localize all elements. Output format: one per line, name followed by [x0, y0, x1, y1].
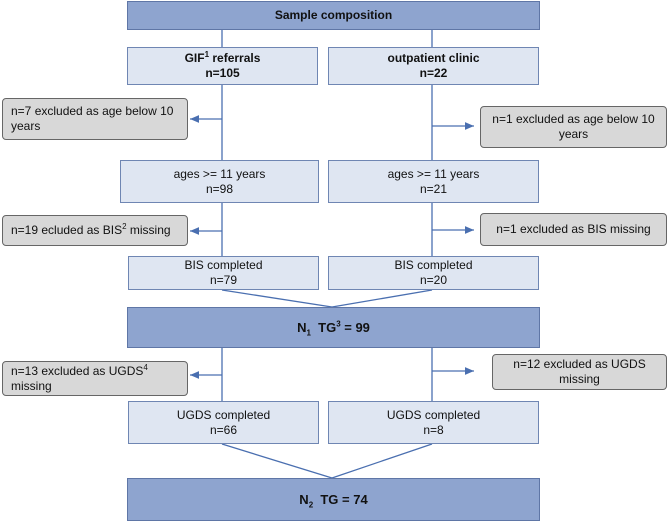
right-ages-label: ages >= 11 years	[387, 166, 480, 181]
left-ugds-exclusion-box: n=13 excluded as UGDS4 missing	[2, 361, 188, 396]
right-ugds-completed-count: n=8	[423, 422, 444, 437]
right-bis-exclusion-text: n=1 excluded as BIS missing	[496, 222, 651, 236]
right-bis-completed-box: BIS completed n=20	[328, 256, 539, 290]
left-bis-exclusion-text: n=19 ecluded as BIS2 missing	[11, 223, 179, 238]
left-ages-count: n=98	[205, 181, 234, 196]
n1-subscript: 1	[306, 328, 311, 338]
n2-total-label: N2 TG = 74	[299, 492, 368, 510]
left-ages-box: ages >= 11 years n=98	[120, 160, 319, 203]
left-age-exclusion-line2: years	[11, 119, 41, 133]
outpatient-clinic-label: outpatient clinic	[387, 51, 480, 65]
n1-total-box: N1 TG3 = 99	[127, 307, 540, 348]
left-bis-exclusion-post: missing	[126, 223, 171, 237]
tg-footnote: 3	[336, 319, 341, 329]
left-ugds-exclusion-line1: n=13 excluded as UGDS4	[11, 362, 179, 379]
right-ugds-exclusion-line2: missing	[559, 372, 600, 386]
gif-referrals-count: n=105	[205, 66, 240, 80]
outpatient-clinic-count: n=22	[419, 66, 448, 80]
n1-value: = 99	[340, 320, 370, 335]
n2-tg: TG = 74	[313, 492, 368, 507]
right-age-exclusion-line2: years	[558, 127, 589, 141]
left-age-exclusion-line1: n=7 excluded as age below 10	[11, 104, 174, 118]
sample-composition-title: Sample composition	[274, 8, 393, 22]
left-ugds-exclusion-line2: missing	[11, 378, 52, 393]
right-bis-exclusion-box: n=1 excluded as BIS missing	[480, 213, 667, 246]
referrals-label: referrals	[209, 51, 261, 65]
left-bis-completed-label: BIS completed	[184, 258, 263, 272]
right-age-exclusion-line1: n=1 excluded as age below 10	[492, 112, 655, 126]
right-bis-completed-count: n=20	[419, 273, 448, 287]
gif-label: GIF	[184, 51, 205, 65]
left-bis-completed-count: n=79	[209, 273, 238, 287]
left-bis-completed-box: BIS completed n=79	[128, 256, 319, 290]
n1-n: N	[297, 320, 307, 335]
right-age-exclusion-box: n=1 excluded as age below 10 years	[480, 106, 667, 148]
right-ugds-completed-box: UGDS completed n=8	[328, 401, 539, 444]
right-ages-count: n=21	[419, 181, 448, 196]
n1-total-label: N1 TG3 = 99	[297, 319, 370, 338]
gif-footnote: 1	[204, 50, 210, 59]
sample-composition-box: Sample composition	[127, 1, 540, 30]
n2-subscript: 2	[308, 500, 314, 510]
left-ugds-completed-label: UGDS completed	[176, 407, 271, 422]
gif-referrals-label: GIF1 referrals	[185, 51, 261, 66]
right-ages-box: ages >= 11 years n=21	[328, 160, 539, 203]
right-ugds-exclusion-line1: n=12 excluded as UGDS	[513, 357, 646, 371]
outpatient-clinic-box: outpatient clinic n=22	[328, 47, 539, 85]
left-bis-exclusion-box: n=19 ecluded as BIS2 missing	[2, 215, 188, 246]
left-ugds-completed-count: n=66	[209, 422, 238, 437]
ugds-footnote: 4	[143, 362, 148, 372]
right-ugds-completed-label: UGDS completed	[386, 407, 481, 422]
right-bis-completed-label: BIS completed	[394, 258, 473, 272]
gif-referrals-box: GIF1 referrals n=105	[127, 47, 318, 85]
left-ugds-completed-box: UGDS completed n=66	[128, 401, 319, 444]
n2-n: N	[299, 492, 309, 507]
n2-total-box: N2 TG = 74	[127, 478, 540, 521]
left-ages-label: ages >= 11 years	[173, 166, 266, 181]
n1-tg: TG	[310, 320, 337, 335]
left-age-exclusion-box: n=7 excluded as age below 10 years	[2, 98, 188, 140]
left-ugds-exclusion-pre: n=13 excluded as UGDS	[11, 363, 144, 378]
right-ugds-exclusion-box: n=12 excluded as UGDS missing	[492, 354, 667, 390]
left-bis-exclusion-pre: n=19 ecluded as BIS	[11, 223, 123, 237]
bis-footnote: 2	[122, 222, 127, 231]
